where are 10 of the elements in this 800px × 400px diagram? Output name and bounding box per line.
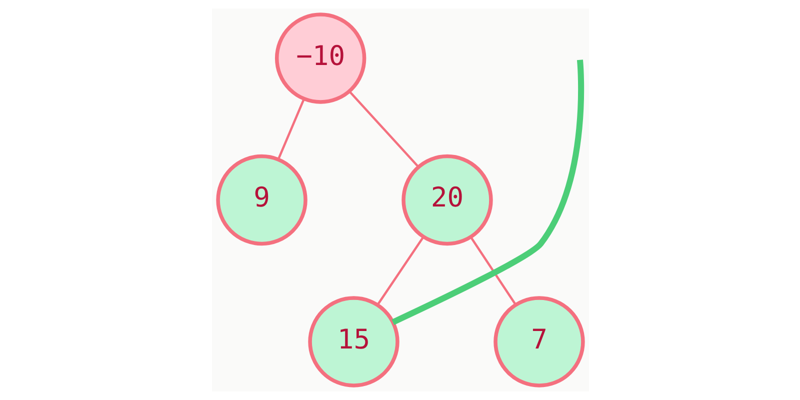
- connector: [376, 236, 424, 306]
- node-circle: −10: [274, 12, 366, 104]
- node-circle: 7: [493, 296, 584, 388]
- node-circle: 15: [308, 296, 399, 388]
- connector: [348, 90, 418, 168]
- connector: [470, 236, 516, 306]
- connector: [391, 60, 584, 325]
- connector: [276, 98, 304, 160]
- node-circle: 9: [216, 154, 307, 246]
- node-circle: 20: [401, 154, 492, 246]
